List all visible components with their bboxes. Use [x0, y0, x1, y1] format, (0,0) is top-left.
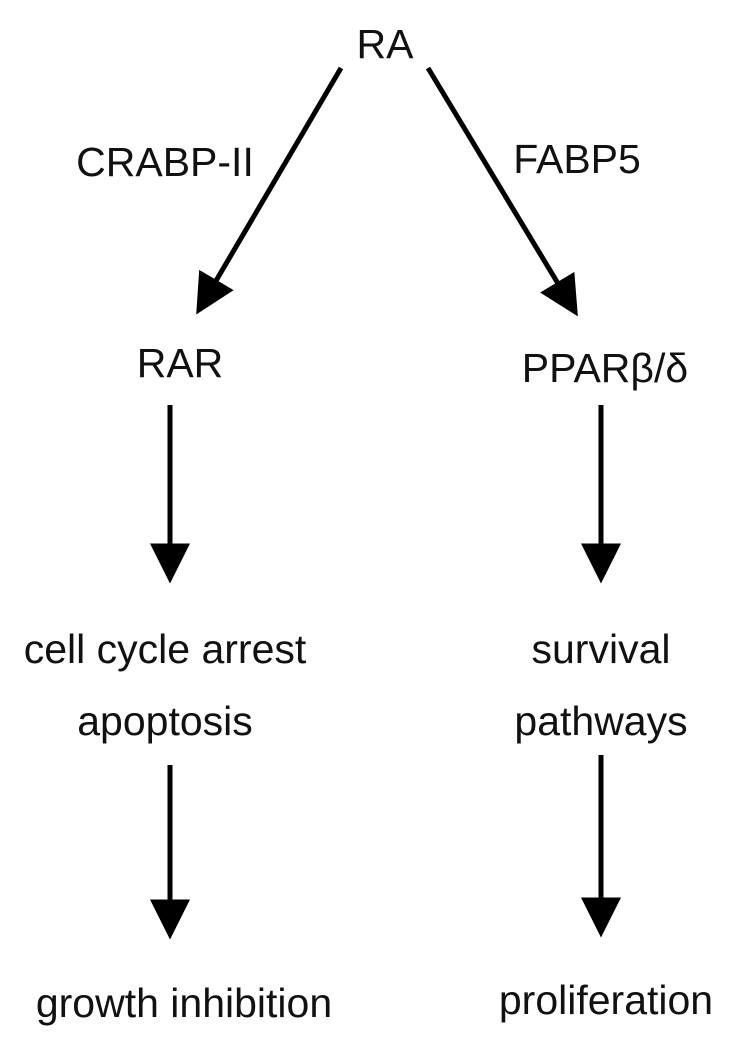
node-growth-inhibition: growth inhibition: [35, 980, 333, 1026]
arrow-ra-to-ppar: [425, 66, 578, 317]
pathways-text: pathways: [514, 697, 688, 744]
cell-cycle-arrest-text: cell cycle arrest: [23, 626, 307, 672]
edge-label-fabp5: FABP5: [513, 136, 641, 182]
apoptosis-text: apoptosis: [77, 697, 253, 744]
survival-text: survival: [531, 626, 671, 672]
node-cell-cycle-arrest-apoptosis: cell cycle arrest apoptosis: [24, 614, 307, 758]
node-survival-pathways: survival pathways: [514, 614, 687, 758]
arrow-ra-to-rar: [196, 66, 344, 315]
node-proliferation: proliferation: [498, 977, 714, 1023]
edge-label-crabp-ii: CRABP-II: [76, 139, 254, 185]
node-ppar-beta-delta: PPARβ/δ: [521, 345, 689, 391]
node-rar: RAR: [136, 340, 224, 386]
node-ra: RA: [356, 21, 414, 67]
